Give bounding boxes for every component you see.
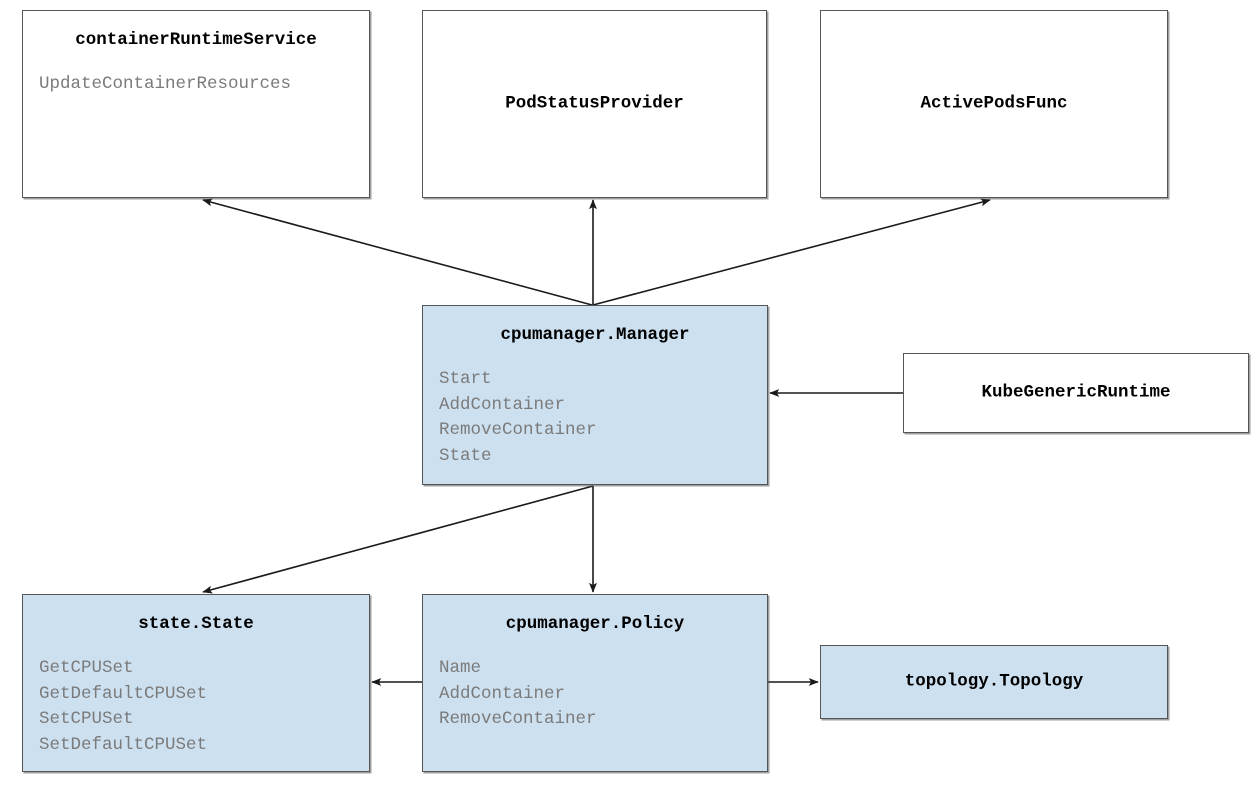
node-member: SetDefaultCPUSet <box>39 734 208 755</box>
edge-manager-to-stateState <box>202 485 594 594</box>
node-member: AddContainer <box>439 683 566 704</box>
node-ActivePodsFunc[interactable]: ActivePodsFunc <box>820 10 1168 198</box>
edge-manager-to-containerRuntimeService <box>202 198 593 306</box>
node-member: State <box>439 445 492 466</box>
node-member: GetCPUSet <box>39 658 134 678</box>
node-member: SetCPUSet <box>39 709 134 729</box>
node-title-cpumanagerPolicy: cpumanager.Policy <box>505 614 685 634</box>
node-title-PodStatusProvider: PodStatusProvider <box>505 93 684 114</box>
node-KubeGenericRuntime[interactable]: KubeGenericRuntime <box>903 353 1249 433</box>
node-member: AddContainer <box>439 394 566 415</box>
node-member: Start <box>439 369 492 389</box>
node-members-containerRuntimeService: UpdateContainerResources <box>23 72 369 98</box>
node-title-topologyTopology: topology.Topology <box>904 671 1084 692</box>
node-member: UpdateContainerResources <box>39 74 292 94</box>
node-topologyTopology[interactable]: topology.Topology <box>820 645 1168 719</box>
node-title-KubeGenericRuntime: KubeGenericRuntime <box>981 382 1171 403</box>
node-member: RemoveContainer <box>439 420 597 440</box>
node-member: RemoveContainer <box>439 709 597 729</box>
node-title-containerRuntimeService: containerRuntimeService <box>75 30 317 50</box>
node-title-cpumanagerManager: cpumanager.Manager <box>500 325 690 345</box>
edge-manager-to-activePodsFunc <box>592 198 991 306</box>
node-member: GetDefaultCPUSet <box>39 683 208 704</box>
node-PodStatusProvider[interactable]: PodStatusProvider <box>422 10 767 198</box>
node-title-stateState: state.State <box>138 614 254 634</box>
node-member: Name <box>439 658 482 678</box>
node-title-ActivePodsFunc: ActivePodsFunc <box>920 93 1068 114</box>
